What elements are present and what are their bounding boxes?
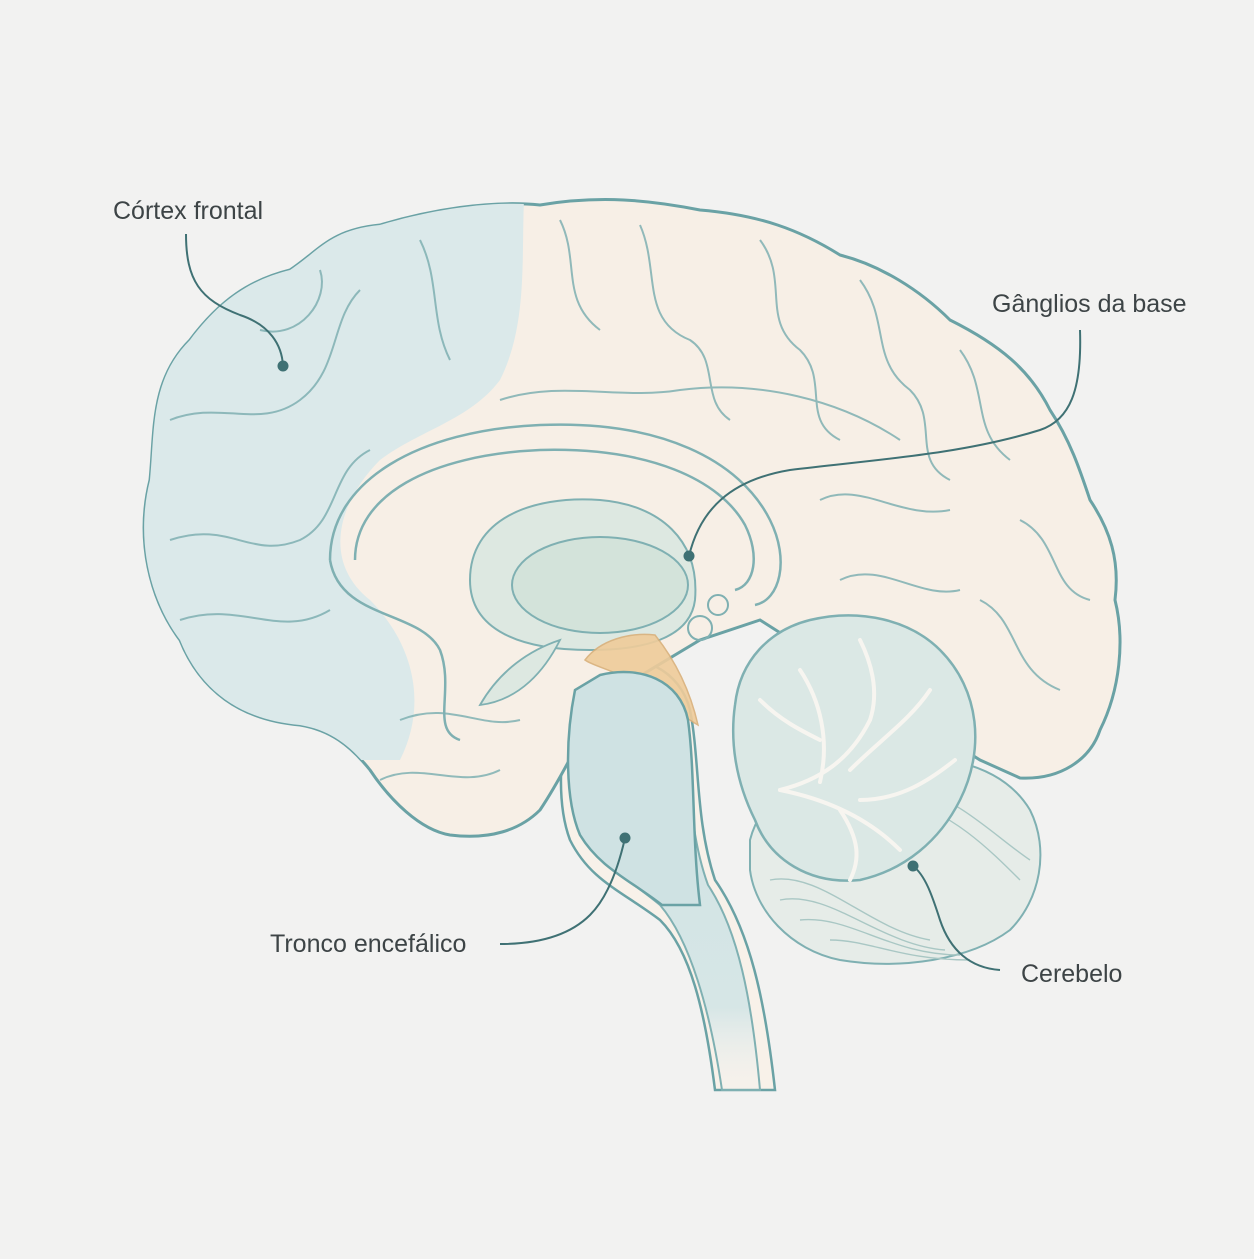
leader-cerebelo <box>912 865 1001 971</box>
leader-tronco <box>499 837 626 945</box>
dot-cortex <box>277 360 289 372</box>
cerebellum <box>731 614 1042 965</box>
leader-cortex <box>185 233 284 367</box>
leader-ganglia <box>688 329 1082 557</box>
dot-tronco <box>619 832 631 844</box>
dot-ganglia <box>683 550 695 562</box>
label-tronco-encefalico: Tronco encefálico <box>270 930 467 958</box>
leader-lines <box>185 233 1082 971</box>
brainstem <box>566 670 702 907</box>
label-ganglios-da-base: Gânglios da base <box>992 290 1187 318</box>
label-cerebelo: Cerebelo <box>1021 960 1123 988</box>
leader-dots <box>277 360 919 872</box>
dot-cerebelo <box>907 860 919 872</box>
label-cortex-frontal: Córtex frontal <box>113 197 264 225</box>
